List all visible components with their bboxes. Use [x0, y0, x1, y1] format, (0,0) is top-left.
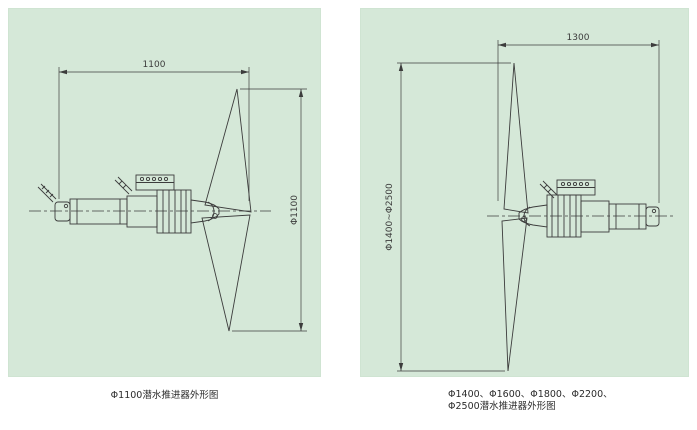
length-dimension	[58, 67, 250, 201]
panel-right-drawing: 1300 Φ1400~Φ2500	[360, 8, 689, 377]
diameter-dimension-label: Φ1400~Φ2500	[385, 183, 395, 251]
arrowhead-icon	[498, 42, 506, 48]
arrowhead-icon	[398, 363, 404, 371]
arrowhead-icon	[241, 69, 249, 75]
caption-left-drawing: Φ1100潜水推进器外形图	[110, 390, 219, 401]
propeller-blades	[201, 88, 252, 332]
cable-gland	[114, 176, 133, 195]
arrowhead-icon	[398, 63, 404, 71]
arrowhead-icon	[298, 89, 304, 97]
thruster-drawing-1400-2500: 1300 Φ1400~Φ2500	[385, 33, 673, 372]
cable-gland	[37, 183, 57, 203]
end-cap-bolt	[63, 203, 69, 209]
motor-housing	[69, 195, 158, 228]
diameter-dimension-label: Φ1100	[290, 195, 300, 225]
caption-right-line1: Φ1400、Φ1600、Φ1800、Φ2200、	[448, 389, 613, 400]
diameter-dimension	[397, 62, 511, 372]
end-cap-bolt	[651, 208, 657, 214]
thruster-drawing-1100: 1100 Φ1100	[29, 60, 307, 332]
junction-box	[135, 174, 175, 191]
propeller-blade-lower	[201, 214, 251, 332]
junction-box	[556, 179, 596, 196]
propeller-hub	[190, 199, 220, 224]
motor-housing	[580, 200, 647, 233]
gearbox-flange	[546, 194, 582, 238]
arrowhead-icon	[651, 42, 659, 48]
caption-right-line2: Φ2500潜水推进器外形图	[448, 401, 556, 412]
length-dimension	[497, 40, 660, 203]
arrowhead-icon	[298, 323, 304, 331]
end-cap	[645, 206, 660, 227]
diameter-dimension	[232, 88, 307, 332]
length-dimension-label: 1300	[567, 33, 590, 43]
propeller-blade-lower	[501, 217, 528, 372]
cable-gland	[539, 180, 558, 199]
arrowhead-icon	[59, 69, 67, 75]
length-dimension-label: 1100	[143, 60, 166, 70]
thruster-body	[518, 179, 660, 238]
propeller-blade-upper	[204, 88, 252, 213]
propeller-hub	[518, 204, 548, 228]
panel-left-drawing: 1100 Φ1100	[8, 8, 321, 377]
propeller-blade-upper	[503, 62, 529, 214]
propeller-blades	[501, 62, 529, 372]
caption-right-drawing: Φ1400、Φ1600、Φ1800、Φ2200、 Φ2500潜水推进器外形图	[448, 389, 613, 413]
thruster-body	[37, 174, 220, 234]
gearbox-flange	[156, 189, 192, 234]
